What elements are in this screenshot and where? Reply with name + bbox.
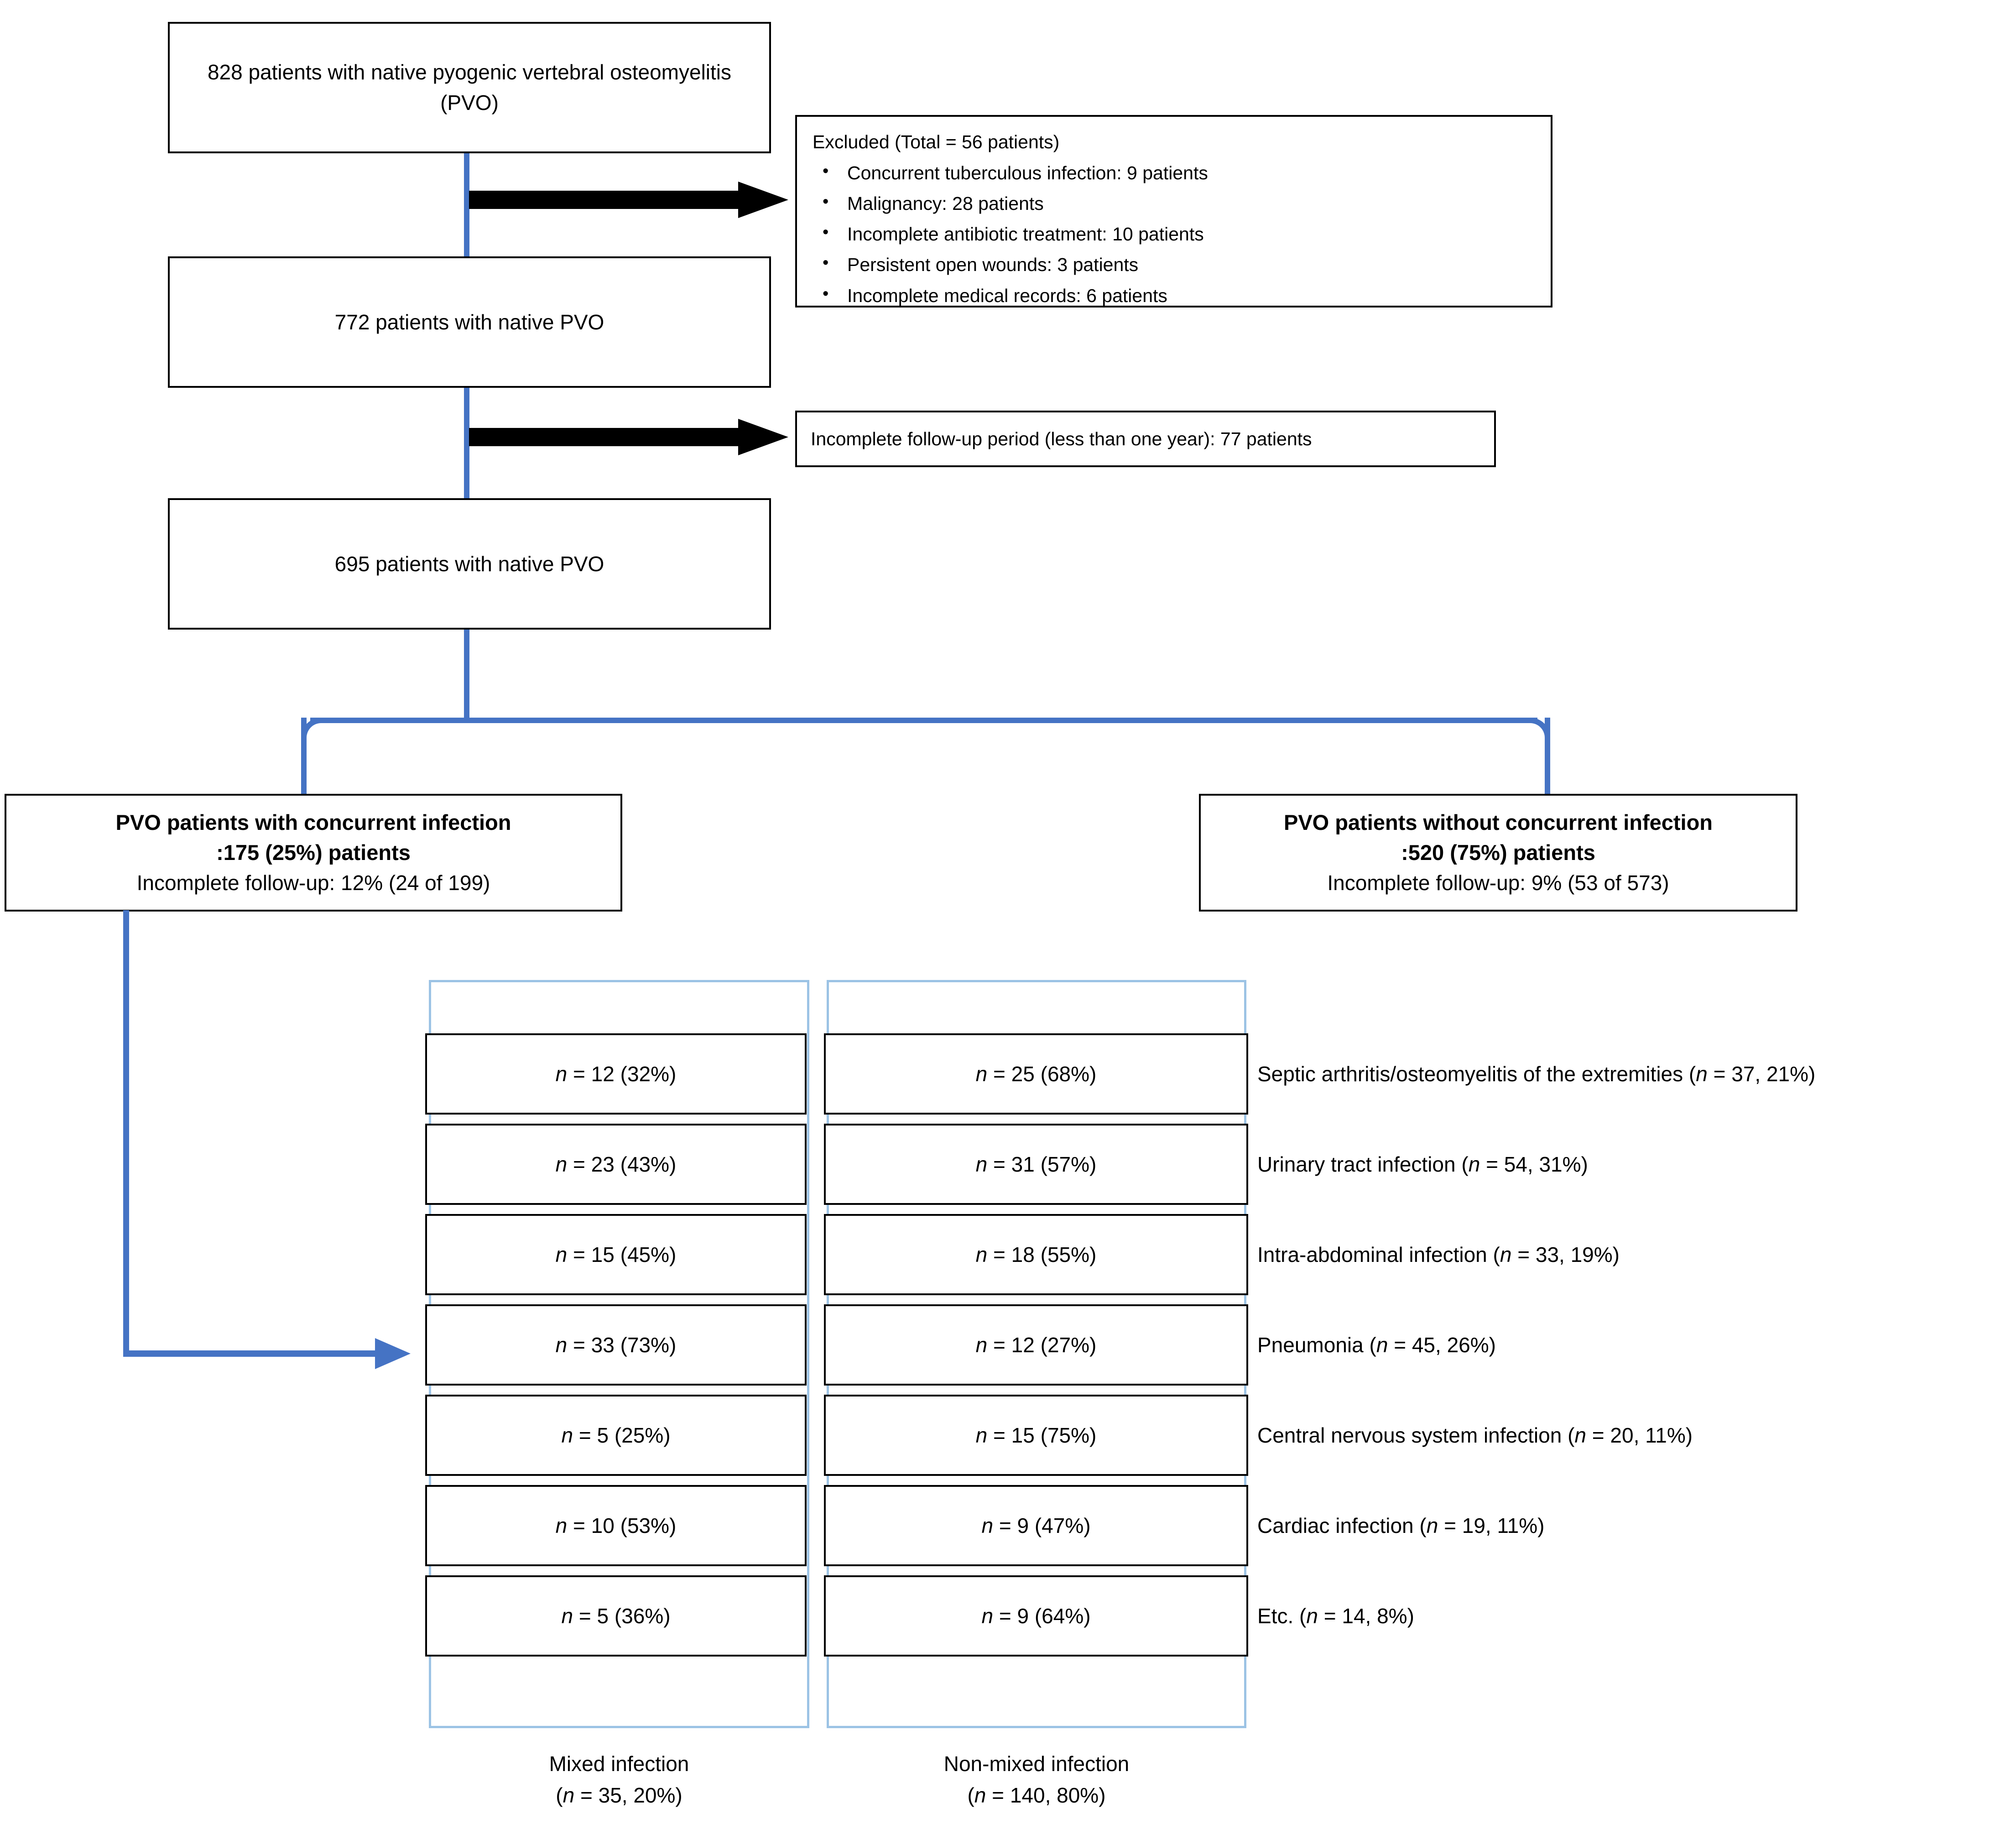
cell-value: n = 12 (32%) (555, 1062, 677, 1086)
arrow-to-infection-table (123, 910, 411, 1371)
column-caption-mixed-line1: Mixed infection (549, 1752, 689, 1776)
cell-value: n = 10 (53%) (555, 1514, 677, 1537)
excluded-item-label: Incomplete medical records: 6 patients (847, 285, 1167, 306)
cell-value: n = 25 (68%) (975, 1062, 1097, 1086)
cell-value: n = 12 (27%) (975, 1333, 1097, 1357)
followup-exclusion-label: Incomplete follow-up period (less than o… (811, 428, 1312, 449)
table-row-label: Central nervous system infection (n = 20… (1257, 1395, 2010, 1476)
table-cell-nonmixed: n = 9 (47%) (824, 1485, 1248, 1566)
column-caption-mixed: Mixed infection (n = 35, 20%) (429, 1748, 809, 1811)
cell-value: n = 31 (57%) (975, 1152, 1097, 1176)
row-label-text: Septic arthritis/osteomyelitis of the ex… (1257, 1062, 1816, 1086)
bullet-icon: • (823, 253, 829, 273)
table-cell-mixed: n = 5 (25%) (425, 1395, 807, 1476)
table-row-label: Intra-abdominal infection (n = 33, 19%) (1257, 1214, 2010, 1295)
branch-box-without-concurrent-infection: PVO patients without concurrent infectio… (1199, 794, 1797, 912)
excluded-item: • Incomplete medical records: 6 patients (813, 283, 1535, 308)
column-caption-nonmixed-line2: (n = 140, 80%) (967, 1783, 1106, 1807)
table-cell-nonmixed: n = 15 (75%) (824, 1395, 1248, 1476)
bullet-icon: • (823, 162, 829, 181)
table-cell-nonmixed: n = 25 (68%) (824, 1033, 1248, 1115)
connector-split-bar (310, 718, 1537, 723)
cell-value: n = 5 (25%) (561, 1423, 671, 1447)
excluded-heading: Excluded (Total = 56 patients) (813, 131, 1060, 152)
table-cell-mixed: n = 33 (73%) (425, 1304, 807, 1386)
column-caption-mixed-line2: (n = 35, 20%) (556, 1783, 682, 1807)
table-cell-nonmixed: n = 12 (27%) (824, 1304, 1248, 1386)
arrow-to-followup-exclusion-box (469, 418, 788, 456)
branch-without-followup: Incomplete follow-up: 9% (53 of 573) (1327, 871, 1669, 895)
row-label-text: Pneumonia (n = 45, 26%) (1257, 1333, 1496, 1357)
cell-value: n = 33 (73%) (555, 1333, 677, 1357)
bullet-icon: • (823, 284, 829, 303)
table-cell-nonmixed: n = 18 (55%) (824, 1214, 1248, 1295)
excluded-item: • Persistent open wounds: 3 patients (813, 252, 1535, 277)
arrow-to-excluded-box (469, 181, 788, 219)
connector-828-to-772 (464, 153, 469, 256)
row-label-text: Central nervous system infection (n = 20… (1257, 1423, 1693, 1447)
node-695-label: 695 patients with native PVO (334, 552, 604, 576)
table-cell-nonmixed: n = 31 (57%) (824, 1124, 1248, 1205)
cell-value: n = 9 (47%) (981, 1514, 1091, 1537)
row-label-text: Urinary tract infection (n = 54, 31%) (1257, 1152, 1588, 1176)
branch-with-followup: Incomplete follow-up: 12% (24 of 199) (136, 871, 490, 895)
table-row-label: Septic arthritis/osteomyelitis of the ex… (1257, 1033, 2010, 1115)
table-row-label: Urinary tract infection (n = 54, 31%) (1257, 1124, 2010, 1205)
cell-value: n = 15 (45%) (555, 1243, 677, 1266)
table-row-label: Cardiac infection (n = 19, 11%) (1257, 1485, 2010, 1566)
node-772-label: 772 patients with native PVO (334, 310, 604, 334)
excluded-reasons-box: Excluded (Total = 56 patients) • Concurr… (795, 115, 1552, 307)
excluded-list: • Concurrent tuberculous infection: 9 pa… (813, 161, 1535, 308)
row-label-text: Etc. (n = 14, 8%) (1257, 1604, 1414, 1628)
node-828-label: 828 patients with native pyogenic verteb… (207, 60, 732, 115)
branch-without-title: PVO patients without concurrent infectio… (1283, 810, 1713, 834)
table-cell-mixed: n = 12 (32%) (425, 1033, 807, 1115)
row-label-text: Cardiac infection (n = 19, 11%) (1257, 1514, 1545, 1537)
excluded-item-label: Malignancy: 28 patients (847, 193, 1044, 214)
branch-without-count: :520 (75%) patients (1401, 840, 1595, 865)
excluded-item-label: Concurrent tuberculous infection: 9 pati… (847, 162, 1208, 184)
table-cell-mixed: n = 15 (45%) (425, 1214, 807, 1295)
cell-value: n = 23 (43%) (555, 1152, 677, 1176)
column-caption-nonmixed: Non-mixed infection (n = 140, 80%) (827, 1748, 1246, 1811)
table-cell-mixed: n = 5 (36%) (425, 1575, 807, 1657)
node-828-patients: 828 patients with native pyogenic verteb… (168, 22, 771, 153)
branch-box-with-concurrent-infection: PVO patients with concurrent infection :… (5, 794, 622, 912)
cell-value: n = 15 (75%) (975, 1423, 1097, 1447)
excluded-item: • Concurrent tuberculous infection: 9 pa… (813, 161, 1535, 185)
excluded-item: • Incomplete antibiotic treatment: 10 pa… (813, 222, 1535, 246)
node-695-patients: 695 patients with native PVO (168, 498, 771, 630)
followup-exclusion-box: Incomplete follow-up period (less than o… (795, 411, 1496, 467)
node-772-patients: 772 patients with native PVO (168, 256, 771, 388)
table-cell-mixed: n = 23 (43%) (425, 1124, 807, 1205)
branch-with-count: :175 (25%) patients (216, 840, 411, 865)
excluded-item: • Malignancy: 28 patients (813, 191, 1535, 216)
branch-with-title: PVO patients with concurrent infection (115, 810, 511, 834)
excluded-item-label: Incomplete antibiotic treatment: 10 pati… (847, 224, 1204, 245)
bullet-icon: • (823, 223, 829, 242)
connector-772-to-695 (464, 388, 469, 498)
cell-value: n = 9 (64%) (981, 1604, 1091, 1628)
table-row-label: Etc. (n = 14, 8%) (1257, 1575, 2010, 1657)
table-cell-nonmixed: n = 9 (64%) (824, 1575, 1248, 1657)
cell-value: n = 18 (55%) (975, 1243, 1097, 1266)
column-caption-nonmixed-line1: Non-mixed infection (943, 1752, 1130, 1776)
table-cell-mixed: n = 10 (53%) (425, 1485, 807, 1566)
cell-value: n = 5 (36%) (561, 1604, 671, 1628)
table-row-label: Pneumonia (n = 45, 26%) (1257, 1304, 2010, 1386)
connector-695-stem (464, 630, 469, 723)
excluded-item-label: Persistent open wounds: 3 patients (847, 254, 1139, 276)
row-label-text: Intra-abdominal infection (n = 33, 19%) (1257, 1243, 1620, 1266)
bullet-icon: • (823, 192, 829, 212)
